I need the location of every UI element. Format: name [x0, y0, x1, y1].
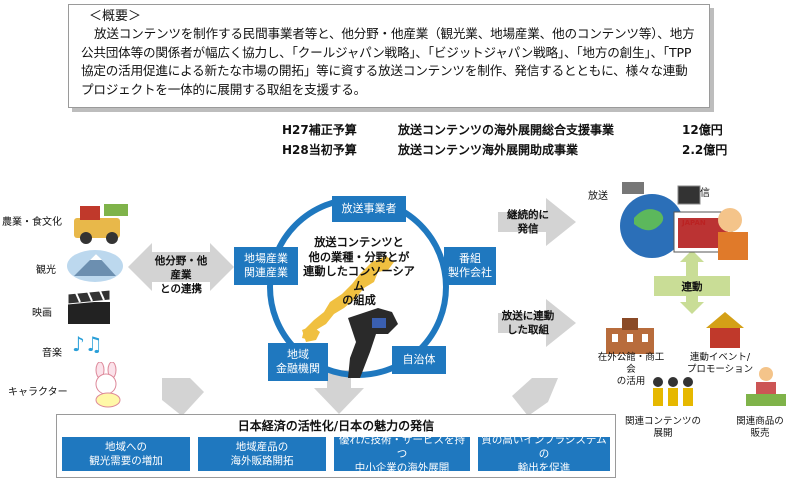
clapperboard-icon: [67, 290, 111, 324]
shop-icon: [746, 367, 786, 406]
bottom-box-3-line1: 優れた技術・サービスを持つ: [339, 434, 465, 460]
bottom-box-1-line1: 地域への: [105, 441, 147, 453]
right-bottom-event-line1: 連動イベント/: [689, 352, 751, 363]
bottom-box-4-line1: 質の高いインフラシステムの: [481, 434, 607, 460]
node-local-industry: 地場産業 関連産業: [234, 247, 298, 285]
consortium-title: 放送コンテンツと 他の業種・分野とが 連動したコンソーシアム の組成: [300, 236, 418, 309]
festival-icon: [706, 312, 744, 348]
globe-broadcast-icon: [620, 182, 748, 260]
budget-name-1: 放送コンテンツの海外展開総合支援事業: [398, 123, 615, 137]
right-bottom-embassy: 在外公館・商工会 の活用: [594, 352, 668, 388]
right-bottom-content-line1: 関連コンテンツの: [624, 416, 701, 427]
down-arrow-left: [162, 378, 204, 416]
left-arrow-text: 他分野・他産業 との連携: [152, 254, 210, 296]
budget-name-2: 放送コンテンツ海外展開助成事業: [398, 143, 579, 157]
music-note-icon: ♪♫: [72, 332, 103, 356]
down-arrow-center: [314, 370, 364, 414]
budget-label-2: H28当初予算: [282, 143, 357, 157]
left-item-character: キャラクター: [8, 387, 68, 398]
right-bottom-goods-line2: 販売: [750, 428, 770, 439]
bottom-title: 日本経済の活性化/日本の魅力の発信: [237, 419, 435, 433]
right-bottom-event: 連動イベント/ プロモーション: [682, 352, 758, 376]
bottom-box-1-line2: 観光需要の増加: [89, 455, 163, 467]
left-item-movie: 映画: [32, 308, 52, 319]
people-icon: [653, 377, 693, 406]
overview-box: ＜概要＞ 放送コンテンツを制作する民間事業者等と、他分野・他産業（観光業、地場産…: [68, 4, 710, 108]
left-arrow-text-line2: との連携: [160, 283, 202, 295]
consortium-title-line1: 放送コンテンツと: [314, 236, 404, 249]
node-municipality: 自治体: [392, 346, 446, 374]
left-item-tourism: 観光: [36, 265, 56, 276]
right-bottom-goods: 関連商品の 販売: [730, 416, 790, 440]
consortium-title-line4: の組成: [342, 294, 376, 307]
right-arrow-text-bottom-line1: 放送に連動: [501, 310, 555, 322]
left-double-arrow: [128, 243, 234, 291]
right-arrow-text-top-line2: 発信: [517, 223, 539, 235]
bottom-box-3-line2: 中小企業の海外展開: [354, 462, 450, 474]
mountain-icon: [67, 250, 123, 282]
right-bottom-content: 関連コンテンツの 展開: [624, 416, 702, 440]
bottom-box-1: 地域への 観光需要の増加: [62, 437, 190, 471]
right-arrow-text-bottom: 放送に連動 した取組: [500, 309, 556, 337]
budget-label-1: H27補正予算: [282, 123, 357, 137]
overview-title: ＜概要＞: [89, 9, 142, 24]
node-finance-line2: 金融機関: [276, 362, 320, 375]
left-arrow-text-line1: 他分野・他産業: [154, 255, 208, 281]
bottom-box-2-line1: 地域産品の: [235, 441, 289, 453]
bottom-box-2-line2: 海外販路開拓: [230, 455, 294, 467]
node-local-industry-line2: 関連産業: [244, 266, 288, 279]
consortium-title-line3: 連動したコンソーシアム: [303, 265, 415, 293]
right-arrow-top: [498, 198, 576, 246]
left-item-agri: 農業・食文化: [2, 217, 62, 228]
node-local-industry-line1: 地場産業: [244, 252, 288, 265]
japan-label: JAPAN: [682, 219, 706, 227]
right-bottom-goods-line1: 関連商品の: [736, 416, 784, 427]
down-arrow-right: [512, 378, 558, 416]
right-bottom-embassy-line1: 在外公館・商工会: [597, 352, 665, 375]
node-finance-line1: 地域: [287, 348, 309, 361]
node-production-line2: 製作会社: [448, 266, 492, 279]
agri-food-icon: [74, 204, 128, 244]
node-production-line1: 番組: [459, 252, 481, 265]
left-item-music: 音楽: [42, 348, 62, 359]
bottom-box-3: 優れた技術・サービスを持つ 中小企業の海外展開: [334, 434, 470, 474]
right-arrow-bottom: [498, 299, 576, 347]
bottom-box-4: 質の高いインフラシステムの 輸出を促進: [478, 434, 610, 474]
building-icon: [606, 318, 654, 354]
right-arrow-text-top-line1: 継続的に: [507, 209, 549, 221]
bottom-box-4-line2: 輸出を促進: [517, 462, 571, 474]
budget-amount-2: 2.2億円: [682, 143, 728, 157]
broadcast-label: 放送: [588, 191, 608, 202]
node-finance: 地域 金融機関: [268, 343, 328, 381]
bottom-box-2: 地域産品の 海外販路開拓: [198, 437, 326, 471]
node-production: 番組 製作会社: [444, 247, 496, 285]
right-bottom-embassy-line2: の活用: [616, 376, 646, 387]
renkei-label: 連動: [681, 281, 703, 293]
right-arrow-text-top: 継続的に 発信: [504, 208, 552, 236]
japan-map: [302, 256, 394, 340]
character-icon: [95, 362, 121, 408]
right-bottom-content-line2: 展開: [653, 428, 673, 439]
right-arrow-text-bottom-line2: した取組: [507, 324, 549, 336]
node-broadcaster: 放送事業者: [332, 196, 406, 222]
right-bottom-event-line2: プロモーション: [686, 364, 754, 375]
overview-body: 放送コンテンツを制作する民間事業者等と、他分野・他産業（観光業、地場産業、他のコ…: [81, 26, 695, 97]
budget-amount-1: 12億円: [682, 123, 723, 137]
consortium-title-line2: 他の業種・分野とが: [308, 250, 410, 264]
